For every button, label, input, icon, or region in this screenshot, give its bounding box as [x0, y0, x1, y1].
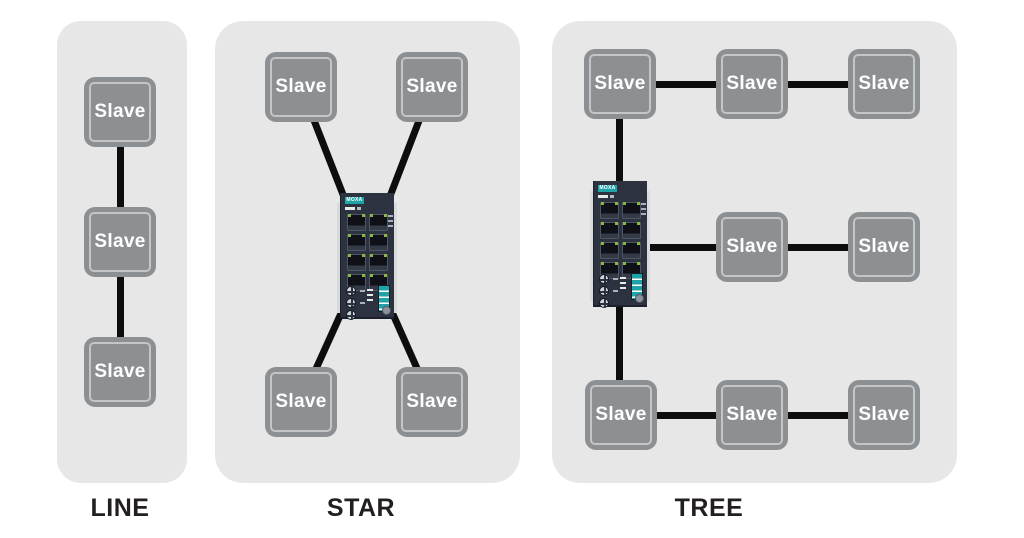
- slave-node-label: Slave: [275, 76, 327, 97]
- rotary-dial-icon: [599, 274, 609, 284]
- slave-node-label: Slave: [94, 361, 146, 382]
- slave-node: Slave: [585, 380, 657, 450]
- slave-node: Slave: [84, 337, 156, 407]
- rotary-dial-icon: [599, 286, 609, 296]
- rj45-port-grid: [600, 202, 642, 279]
- terminal-labels: [620, 277, 626, 292]
- terminal-labels: [367, 289, 373, 304]
- slave-node: Slave: [265, 52, 337, 122]
- rj45-port-icon: [622, 242, 641, 259]
- ethernet-switch-icon: MOXA: [337, 193, 397, 320]
- slave-node-label: Slave: [406, 76, 458, 97]
- slave-node-label: Slave: [858, 404, 910, 425]
- rj45-port-icon: [600, 202, 619, 219]
- moxa-logo-badge: MOXA: [598, 185, 617, 192]
- topology-panel-line: Slave Slave Slave: [57, 21, 187, 483]
- panel-label-line: LINE: [90, 494, 150, 522]
- slave-node: Slave: [848, 212, 920, 282]
- slave-node: Slave: [716, 49, 788, 119]
- dial-label: [613, 290, 618, 292]
- panel-label-star: STAR: [326, 494, 396, 522]
- slave-node: Slave: [265, 367, 337, 437]
- dial-label: [360, 290, 365, 292]
- led-labels: [641, 203, 646, 218]
- rj45-port-icon: [347, 214, 366, 231]
- slave-node-label: Slave: [595, 404, 647, 425]
- slave-node-label: Slave: [858, 236, 910, 257]
- slave-node: Slave: [848, 380, 920, 450]
- slave-node-label: Slave: [726, 236, 778, 257]
- reset-button-icon: [635, 294, 644, 303]
- rj45-port-icon: [622, 222, 641, 239]
- topology-panel-tree: Slave Slave Slave Slave Slave Slave Slav…: [552, 21, 957, 483]
- panel-label-tree: TREE: [674, 494, 744, 522]
- rj45-port-icon: [622, 202, 641, 219]
- rj45-port-icon: [600, 222, 619, 239]
- rj45-port-icon: [369, 214, 388, 231]
- slave-node: Slave: [584, 49, 656, 119]
- slave-node-label: Slave: [594, 73, 646, 94]
- rotary-dial-icon: [346, 286, 356, 296]
- rj45-port-icon: [600, 242, 619, 259]
- slave-node: Slave: [716, 212, 788, 282]
- rj45-port-grid: [347, 214, 389, 291]
- rj45-port-icon: [347, 254, 366, 271]
- reset-button-icon: [382, 306, 391, 315]
- moxa-logo-badge: MOXA: [345, 197, 364, 204]
- rotary-dial-icon: [346, 298, 356, 308]
- slave-node: Slave: [396, 52, 468, 122]
- slave-node-label: Slave: [94, 101, 146, 122]
- slave-node: Slave: [848, 49, 920, 119]
- slave-node-label: Slave: [406, 391, 458, 412]
- model-text: [610, 195, 614, 198]
- slave-node-label: Slave: [94, 231, 146, 252]
- model-text: [357, 207, 361, 210]
- dial-label: [613, 278, 618, 280]
- topology-panel-star: Slave Slave Slave Slave MOXA: [215, 21, 520, 483]
- rj45-port-icon: [369, 234, 388, 251]
- slave-node: Slave: [84, 77, 156, 147]
- switch-body: MOXA: [340, 193, 394, 320]
- slave-node-label: Slave: [726, 73, 778, 94]
- switch-body: MOXA: [593, 181, 647, 308]
- dial-label: [360, 302, 365, 304]
- slave-node-label: Slave: [275, 391, 327, 412]
- led-labels: [388, 215, 393, 230]
- rj45-port-icon: [347, 234, 366, 251]
- ethernet-switch-icon: MOXA: [590, 181, 650, 308]
- model-text: [598, 195, 608, 198]
- slave-node: Slave: [84, 207, 156, 277]
- rj45-port-icon: [369, 254, 388, 271]
- rotary-dial-icon: [346, 310, 356, 320]
- rotary-dial-icon: [599, 298, 609, 308]
- model-text: [345, 207, 355, 210]
- slave-node-label: Slave: [858, 73, 910, 94]
- slave-node: Slave: [396, 367, 468, 437]
- slave-node-label: Slave: [726, 404, 778, 425]
- slave-node: Slave: [716, 380, 788, 450]
